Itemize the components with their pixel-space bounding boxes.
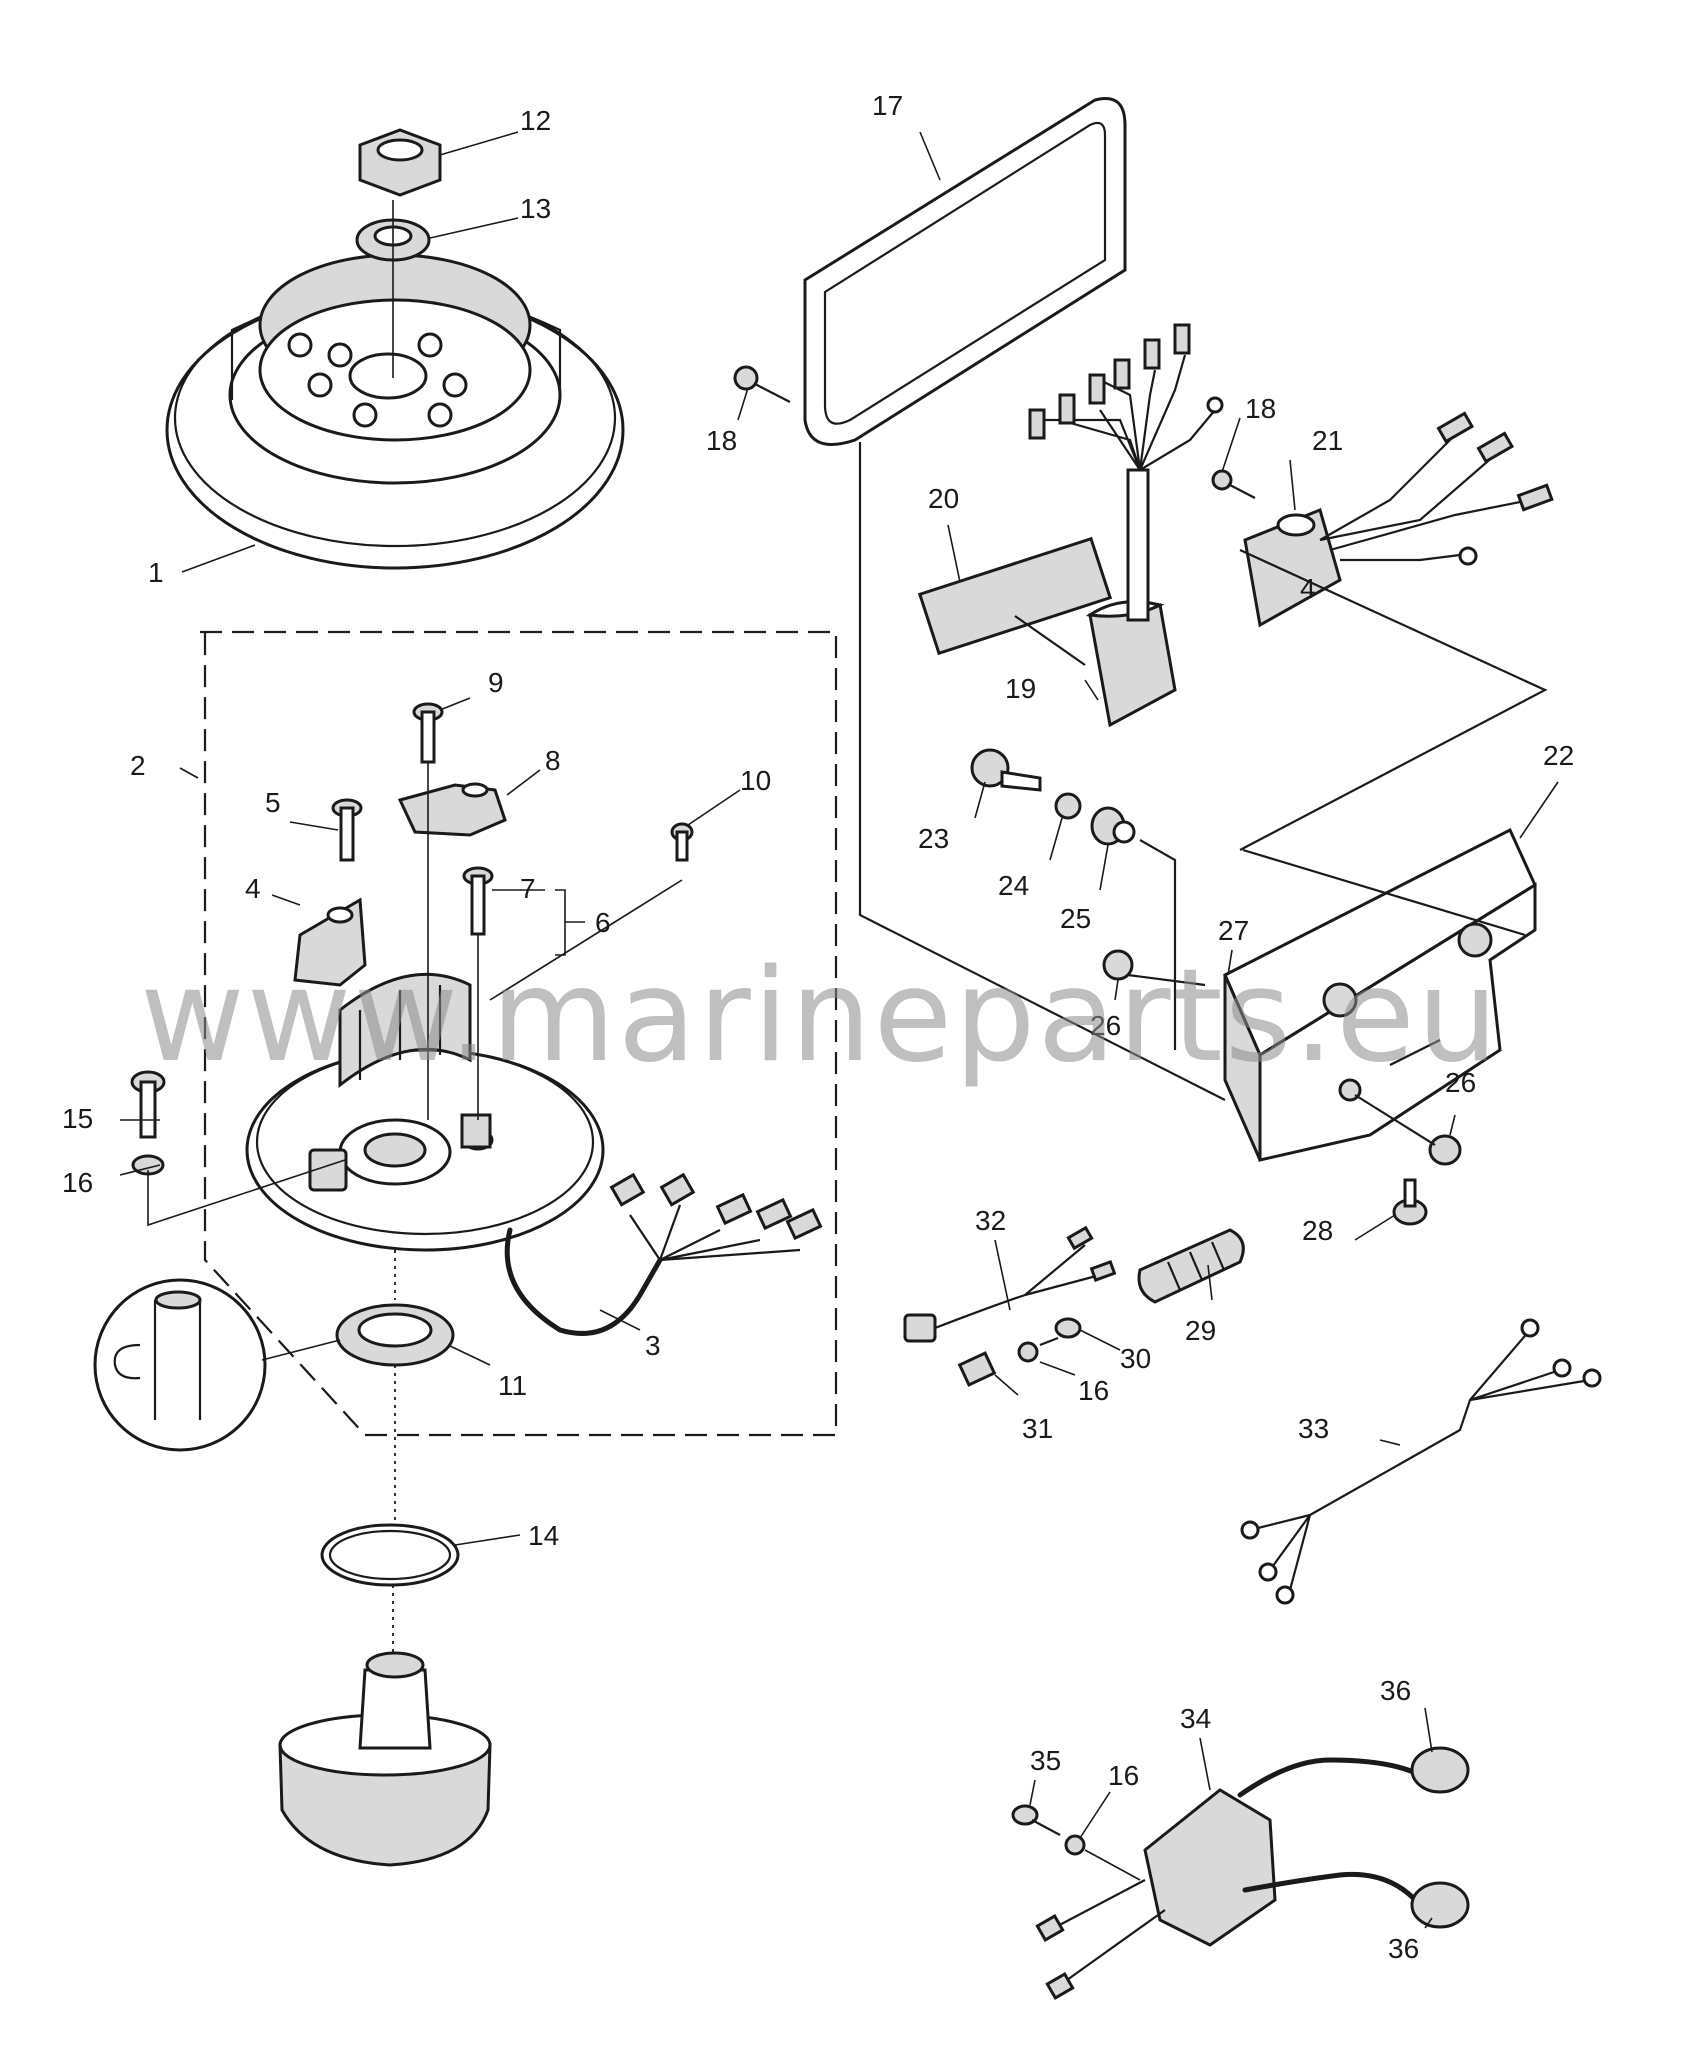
screw-18-rectifier (1211, 469, 1256, 499)
callout-30: 30 (1120, 1343, 1151, 1374)
screw-35 (1011, 1804, 1061, 1836)
fuse-holder (1137, 1228, 1245, 1304)
callout-24: 24 (998, 870, 1029, 901)
callout-15: 15 (62, 1103, 93, 1134)
callout-4: 4 (245, 873, 261, 904)
callout-19: 19 (1005, 673, 1036, 704)
leader-lines (119, 131, 1559, 1929)
screw-9 (412, 702, 444, 764)
callout-3: 3 (645, 1330, 661, 1361)
neutral-switch (903, 1225, 1117, 1343)
bolt-23 (970, 748, 1042, 792)
ignition-coil (1035, 1746, 1470, 2000)
callout-2: 2 (130, 750, 146, 781)
callout-20: 20 (928, 483, 959, 514)
callout-8: 8 (545, 745, 561, 776)
callout-33: 33 (1298, 1413, 1329, 1444)
callout-36-lower: 36 (1388, 1933, 1419, 1964)
callout-27: 27 (1218, 915, 1249, 946)
callout-29: 29 (1185, 1315, 1216, 1346)
flywheel-rotor (165, 253, 625, 570)
washer-16-right (1017, 1341, 1039, 1363)
screw-15 (130, 1070, 166, 1139)
callout-36-upper: 36 (1380, 1675, 1411, 1706)
stator-wire-harness (504, 1227, 663, 1336)
stator-base-plate (245, 1048, 605, 1252)
screw-7 (462, 866, 494, 936)
grommet-26-lower (1428, 1134, 1462, 1166)
callout-23: 23 (918, 823, 949, 854)
callout-25: 25 (1060, 903, 1091, 934)
callout-18-cover: 18 (706, 425, 737, 456)
callout-14: 14 (528, 1520, 559, 1551)
cdi-connectors (1028, 323, 1224, 440)
callout-1: 1 (148, 557, 164, 588)
callout-11: 11 (498, 1370, 527, 1401)
grommet-25 (1090, 806, 1136, 846)
cdi-unit (1085, 468, 1177, 728)
washer-24 (1054, 792, 1082, 820)
callout-31: 31 (1022, 1413, 1053, 1444)
washer-16-coil (1064, 1834, 1086, 1856)
callout-6: 6 (595, 907, 611, 938)
callout-21: 21 (1312, 425, 1343, 456)
oil-seal (335, 1303, 455, 1367)
pulser-coil (293, 897, 367, 987)
watermark-text: www.marineparts.eu (140, 942, 1500, 1091)
callout-16-coil: 16 (1108, 1760, 1139, 1791)
callout-9: 9 (488, 667, 504, 698)
charge-coil (338, 972, 472, 1089)
grommet-28 (1392, 1178, 1428, 1226)
callout-32: 32 (975, 1205, 1006, 1236)
bolt-30 (1039, 1317, 1082, 1347)
callout-18-rectifier: 18 (1245, 393, 1276, 424)
callout-35: 35 (1030, 1745, 1061, 1776)
screw-5 (331, 798, 363, 862)
callout-16-stator: 16 (62, 1167, 93, 1198)
seal-detail-view (93, 1278, 341, 1452)
callout-4-rectifier: 4 (1300, 573, 1316, 604)
wire-lead-33 (1240, 1318, 1602, 1605)
stator-assembly-boundary (200, 630, 838, 1437)
rectifier-regulator (1243, 507, 1342, 628)
coil-bracket (397, 782, 507, 837)
callout-7: 7 (520, 873, 536, 904)
flywheel-nut (358, 128, 442, 197)
label-sheet (917, 536, 1113, 656)
grommet-26-upper (1102, 949, 1134, 981)
cover-gasket (803, 97, 1127, 446)
callout-10: 10 (740, 765, 771, 796)
callout-5: 5 (265, 787, 281, 818)
callout-22: 22 (1543, 740, 1574, 771)
callout-17: 17 (872, 90, 903, 121)
callout-26-upper: 26 (1090, 1010, 1121, 1041)
callout-28: 28 (1302, 1215, 1333, 1246)
crankcase-boss (278, 1651, 492, 1867)
screw-18-cover (733, 365, 791, 403)
callout-12: 12 (520, 105, 551, 136)
clamp-31 (957, 1351, 997, 1387)
callout-34: 34 (1180, 1703, 1211, 1734)
screw-10 (670, 822, 694, 862)
callout-13: 13 (520, 193, 551, 224)
callout-16-clamp: 16 (1078, 1375, 1109, 1406)
o-ring (320, 1523, 460, 1587)
callout-26-lower: 26 (1445, 1067, 1476, 1098)
electrical-box (1223, 827, 1537, 1162)
